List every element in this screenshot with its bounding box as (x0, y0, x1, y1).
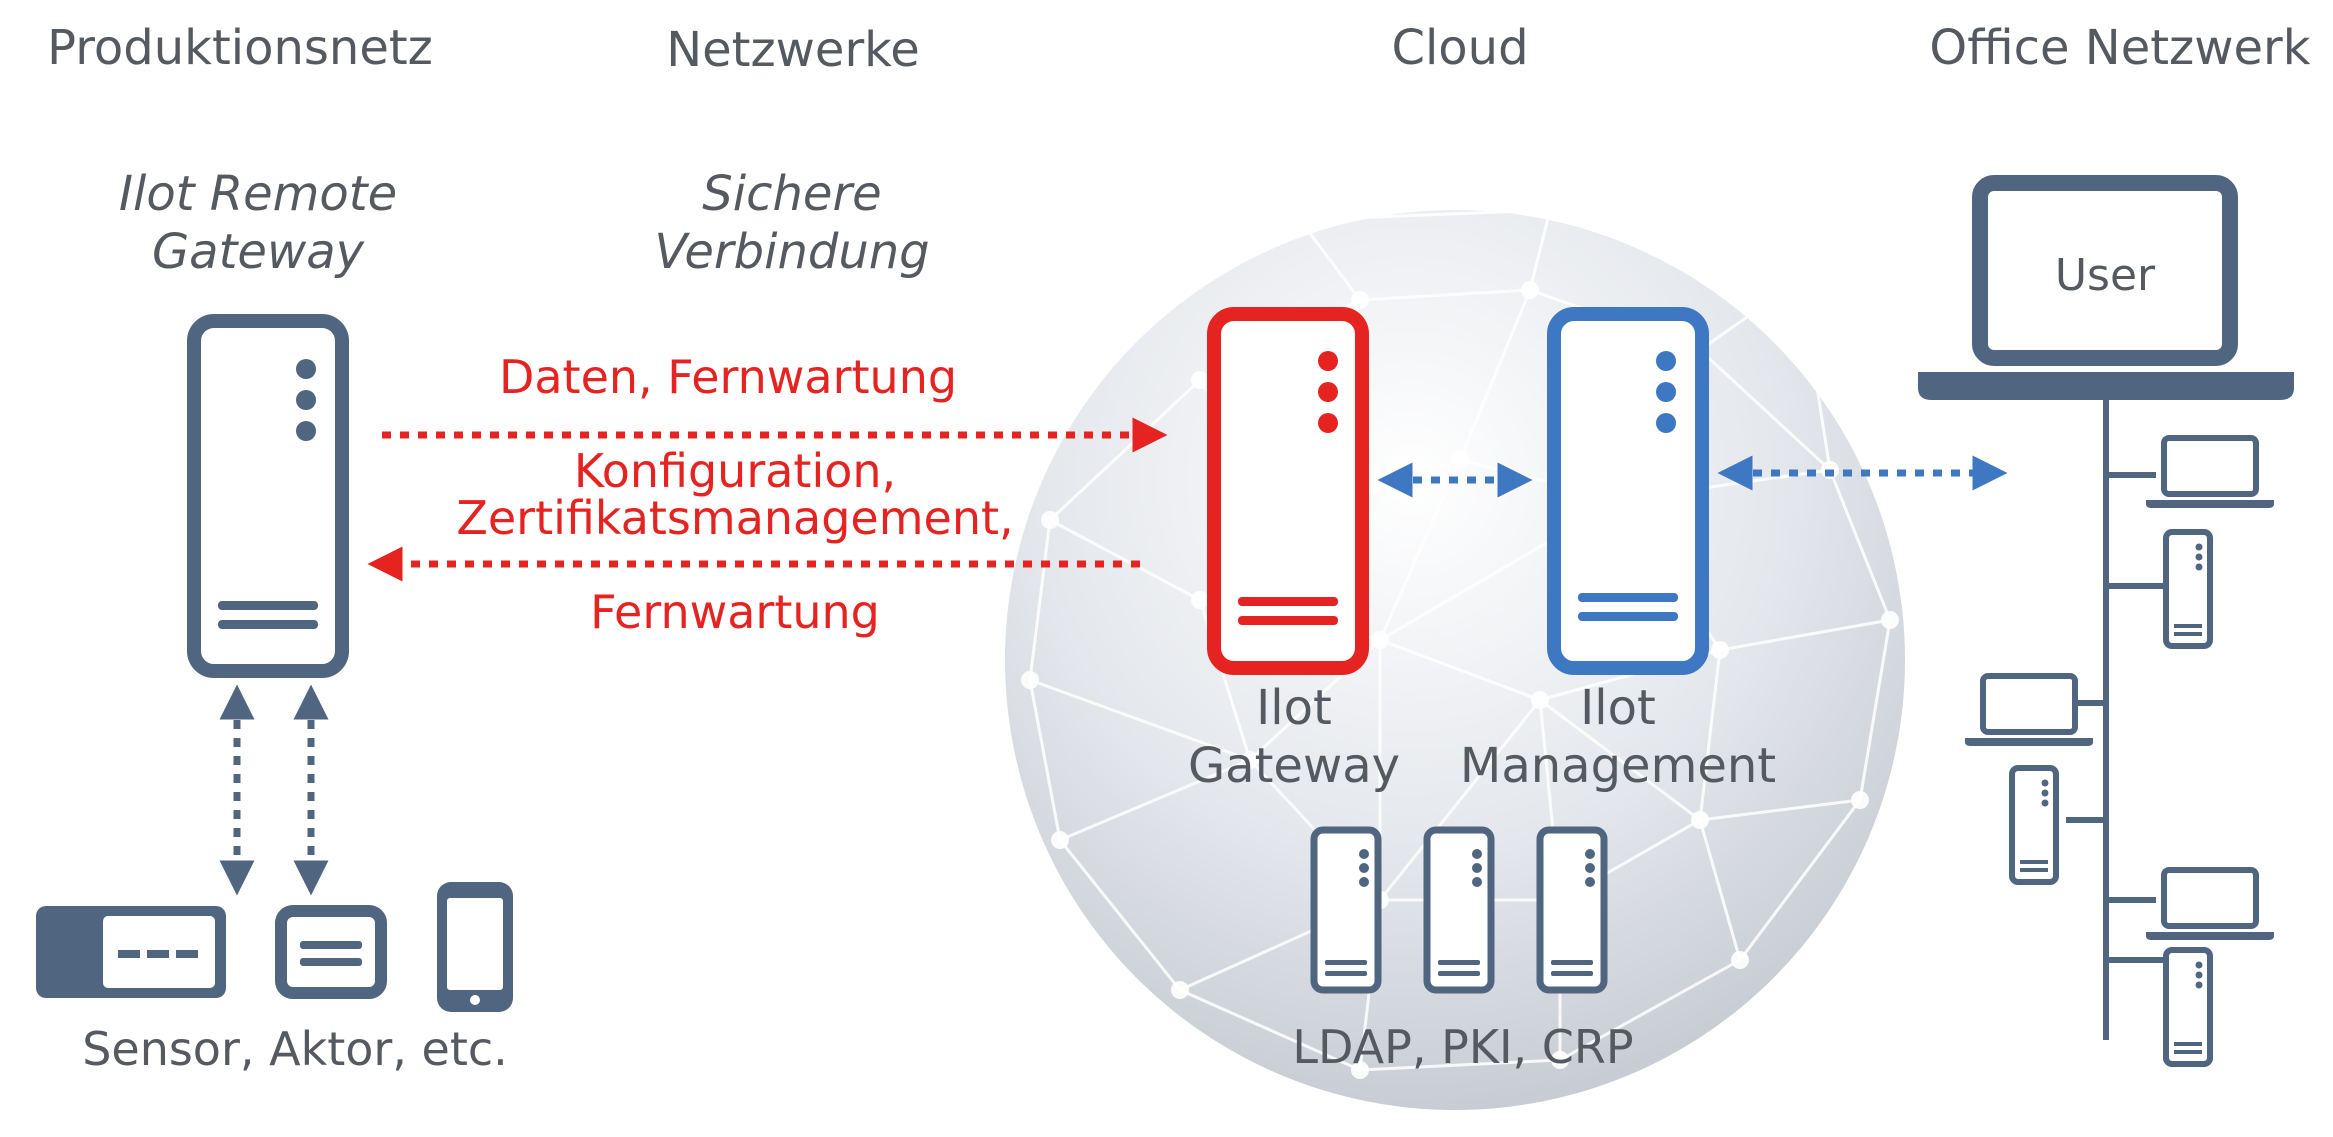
service-server-icon (1423, 826, 1495, 994)
label-devices: Sensor, Aktor, etc. (82, 1022, 508, 1076)
service-server-icon (1310, 826, 1382, 994)
label-ilot-management: Ilot Management (1460, 680, 1776, 795)
ilot-management-server-icon (1547, 307, 1709, 675)
label-services: LDAP, PKI, CRP (1292, 1020, 1634, 1074)
subheader-remote-gateway: Ilot Remote Gateway (119, 166, 397, 281)
label-data-remote: Daten, Fernwartung (498, 350, 958, 404)
subheader-secure-line1: Sichere (702, 166, 882, 222)
label-config-line2: Zertifikatsmanagement, (456, 490, 1014, 545)
label-ilot-management-line2: Management (1459, 737, 1777, 794)
remote-gateway-server-icon (187, 314, 349, 678)
phone-device-icon (437, 882, 513, 1012)
actuator-device-icon (275, 905, 387, 999)
label-configuration: Konfiguration, Zertifikatsmanagement, (456, 448, 1013, 542)
office-server-icon (2163, 529, 2213, 649)
subheader-remote-gateway-line1: Ilot Remote (118, 166, 398, 222)
label-remote-maintenance: Fernwartung (590, 585, 880, 639)
subheader-secure-line2: Verbindung (654, 223, 930, 280)
label-ilot-management-line1: Ilot (1580, 680, 1656, 736)
header-cloud: Cloud (1391, 20, 1529, 76)
label-ilot-gateway: Ilot Gateway (1188, 680, 1400, 795)
office-network-bus (2066, 400, 2166, 1040)
office-server-icon (2009, 765, 2059, 885)
subheader-secure-connection: Sichere Verbindung (654, 166, 929, 281)
office-laptop-icon (2146, 867, 2274, 940)
header-production: Produktionsnetz (47, 20, 433, 76)
office-server-icon (2163, 947, 2213, 1067)
user-laptop-icon (1918, 175, 2294, 400)
label-user: User (2054, 250, 2156, 301)
office-laptop-icon (2146, 435, 2274, 508)
office-laptop-icon (1965, 673, 2093, 746)
label-ilot-gateway-line2: Gateway (1187, 737, 1401, 794)
label-config-line1: Konfiguration, (573, 444, 897, 498)
header-networks: Netzwerke (666, 22, 920, 78)
service-server-icon (1536, 826, 1608, 994)
ilot-gateway-server-icon (1207, 307, 1369, 675)
label-ilot-gateway-line1: Ilot (1256, 680, 1332, 736)
sensor-device-icon (36, 906, 226, 998)
subheader-remote-gateway-line2: Gateway (151, 223, 365, 280)
header-office: Office Netzwerk (1929, 20, 2311, 76)
